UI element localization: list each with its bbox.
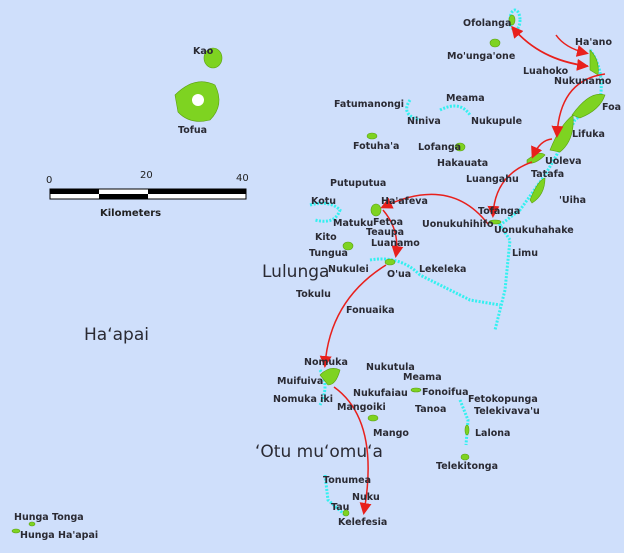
island-label: Niniva: [407, 116, 441, 127]
island-label: Limu: [512, 248, 538, 259]
island-label: Kao: [193, 46, 214, 57]
island-label: Tofanga: [478, 206, 520, 217]
island-label: Tanoa: [415, 404, 446, 415]
scale-tick-20: 20: [140, 170, 153, 181]
island-label: Matuku: [333, 218, 373, 229]
route-arrows: [319, 25, 606, 515]
island-label: Meama: [446, 93, 485, 104]
island-label: Fonoifua: [422, 387, 468, 398]
island-label: Foa: [602, 102, 621, 113]
island-label: Tofua: [178, 125, 207, 136]
island-label: Teaupa: [366, 227, 404, 238]
scale-tick-0: 0: [46, 175, 52, 186]
island-label: Nukutula: [366, 362, 415, 373]
island-label: Lekeleka: [419, 264, 466, 275]
island-label: Ha'ano: [575, 37, 612, 48]
island-label: Hakauata: [437, 158, 488, 169]
island-label: Lofanga: [418, 142, 461, 153]
island-label: Muifuiva: [277, 376, 323, 387]
scale-bar: 0 20 40 Kilometers: [46, 170, 249, 219]
island-label: Nuku: [352, 492, 380, 503]
island-label: Fotuha'a: [353, 141, 399, 152]
island-label: Lifuka: [572, 129, 605, 140]
island-label: Meama: [403, 372, 442, 383]
island-labels: Ofolanga Mo'unga'one Ha'ano Luahoko Nuku…: [14, 18, 621, 541]
island-label: Ha'afeva: [381, 196, 428, 207]
island-label: Hunga Ha'apai: [20, 530, 98, 541]
island-label: Luahoko: [523, 66, 569, 77]
island-label: Luangahu: [466, 174, 519, 185]
island-label: Nukulei: [328, 264, 369, 275]
island-label: Mangoiki: [337, 402, 386, 413]
island-label: Lalona: [475, 428, 510, 439]
region-label-lulunga: Lulunga: [262, 262, 329, 282]
island-label: Fatumanongi: [334, 99, 404, 110]
island-label: Nomuka iki: [273, 394, 333, 405]
island-label: Nomuka: [304, 357, 348, 368]
islands: [11, 14, 606, 534]
island-label: Uonukuhahake: [494, 225, 574, 236]
island-label: Mo'unga'one: [447, 51, 515, 62]
island-label: Putuputua: [330, 178, 386, 189]
island-label: Telekivava'u: [474, 406, 540, 417]
island-label: Kelefesia: [338, 517, 387, 528]
island-label: Fetokopunga: [468, 394, 538, 405]
island-label: Tonumea: [323, 475, 371, 486]
island-label: Hunga Tonga: [14, 512, 84, 523]
island-label: Tungua: [309, 248, 348, 259]
island-label: Ofolanga: [463, 18, 511, 29]
region-label-otu-muomua: ‘Otu mu‘omu‘a: [255, 442, 383, 462]
island-label: Tatafa: [531, 169, 564, 180]
island-label: Fonuaika: [346, 305, 395, 316]
island-label: Nukufaiau: [353, 388, 408, 399]
island-label: Fetoa: [373, 217, 403, 228]
island-label: Telekitonga: [436, 461, 498, 472]
scale-unit: Kilometers: [100, 208, 161, 219]
island-label: Kotu: [311, 196, 336, 207]
island-label: Nukupule: [471, 116, 522, 127]
region-label-haapai: Ha‘apai: [84, 325, 149, 345]
island-label: Uonukuhihifo: [422, 219, 494, 230]
island-label: Luanamo: [371, 238, 420, 249]
island-label: Nukunamo: [554, 76, 612, 87]
island-label: 'Uiha: [559, 195, 586, 206]
island-label: Tokulu: [296, 289, 331, 300]
island-label: Tau: [331, 502, 349, 513]
island-label: Uoleva: [545, 156, 582, 167]
island-label: O'ua: [387, 269, 411, 280]
island-label: Mango: [373, 428, 409, 439]
scale-tick-40: 40: [236, 173, 249, 184]
island-label: Kito: [315, 232, 337, 243]
